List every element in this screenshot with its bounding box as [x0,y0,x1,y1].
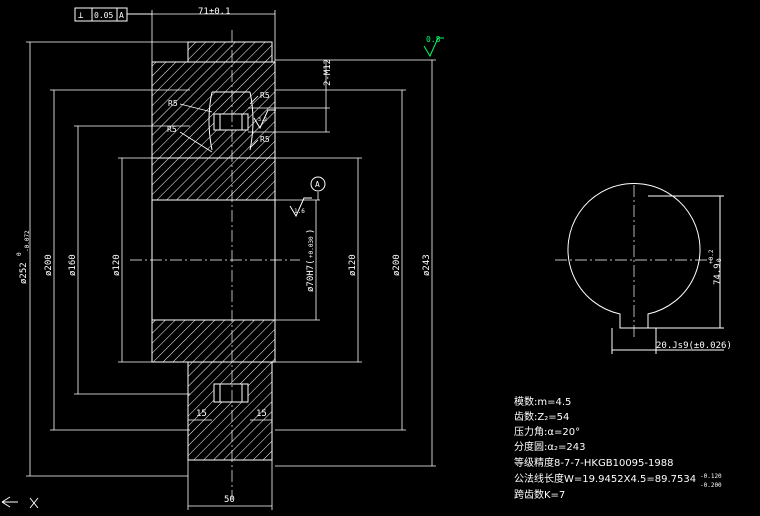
dim-d200-left: ø200 [44,254,54,276]
dim-thread: 2-M12 [323,59,333,86]
hub-bottom [151,319,276,363]
hub-top [151,157,276,201]
dim-keyway-depth-tol-lower: 0 [716,258,723,262]
dimension-lines [26,10,436,510]
note-pressure-angle: 压力角:α=20° [514,425,580,438]
gear-rim-top [151,61,276,159]
ucs-icon [1,496,39,509]
note-teeth: 齿数:Z₂=54 [514,410,569,423]
dim-d120-right: ø120 [348,254,358,276]
thread-hole-top [213,113,249,131]
dim-d243: ø243 [422,254,432,276]
dim-r5-a: R5 [168,99,178,108]
roughness-symbol-hole: 3.2 [253,109,276,130]
dim-keyway-width: 20.Js9(±0.026) [656,341,732,351]
dim-keyway-depth: 74.9 [713,263,723,285]
dim-d200-right: ø200 [392,254,402,276]
center-lines [130,30,715,500]
note-pitch-circle: 分度圆:α₂=243 [514,440,585,453]
datum-marker: A [310,176,326,192]
dim-d252-tol-upper: 0 [16,252,23,256]
roughness-small-value: 1.6 [294,208,305,215]
note-span-teeth: 跨齿数K=7 [514,488,565,501]
dim-width-71: 71±0.1 [198,7,231,17]
roughness-hole-value: 3.2 [258,117,267,123]
dim-15-right: 15 [256,409,267,419]
roughness-symbol-main: 0.8 [423,35,444,58]
keyway-section-view [567,183,724,354]
perpendicularity-icon: ⊥ [78,11,84,21]
dim-r5-d: R5 [260,135,270,144]
dim-d70: ø70H7( [306,259,316,292]
note-base-tangent: 公法线长度W=19.9452X4.5=89.7534 [514,472,696,485]
thread-hole-bottom [213,383,249,403]
dim-d120-left: ø120 [112,254,122,276]
dim-50: 50 [224,495,235,505]
dim-15-left: 15 [196,409,207,419]
dim-keyway-depth-tol: +0.2 [708,249,715,264]
datum-label: A [315,180,320,189]
dim-d252-tol-lower: -0.072 [24,230,31,252]
roughness-main-value: 0.8 [426,35,441,44]
gear-notes: 模数:m=4.5 齿数:Z₂=54 压力角:α=20° 分度圆:α₂=243 等… [514,395,722,501]
tolerance-value: 0.05 [94,11,113,20]
note-tol-lower: -0.200 [700,482,722,489]
roughness-symbol-small: 1.6 [289,197,312,218]
dim-d252: ø252 [19,262,29,284]
gear-rim-bottom [187,361,273,461]
dim-r5-b: R5 [167,125,177,134]
note-accuracy: 等级精度8-7-7-HKGB10095-1988 [514,456,673,469]
dim-r5-c: R5 [260,91,270,100]
tolerance-frame: ⊥ 0.05 A [74,7,152,22]
note-tol-upper: -0.120 [700,473,722,480]
dim-d70-tol-close: ) [306,229,316,234]
tolerance-datum: A [119,11,124,20]
dim-d70-tol: +0.030 [308,236,315,258]
note-module: 模数:m=4.5 [514,395,571,408]
dim-d160: ø160 [68,254,78,276]
